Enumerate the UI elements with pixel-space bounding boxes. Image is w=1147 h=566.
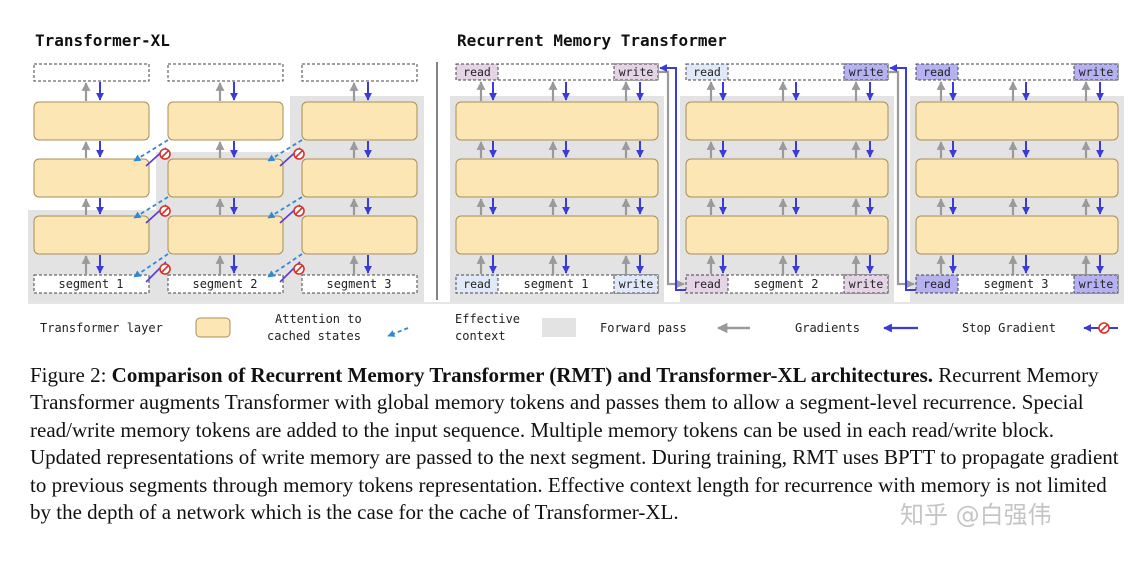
write-label: write xyxy=(619,277,654,291)
transformer-layer xyxy=(685,101,889,141)
output-box xyxy=(33,63,150,82)
read-label: read xyxy=(463,65,491,79)
legend-context-swatch xyxy=(542,318,576,337)
output-box xyxy=(167,63,284,82)
transformer-layer xyxy=(455,215,659,255)
read-label: read xyxy=(923,277,951,291)
transformer-layer xyxy=(33,101,150,141)
caption-body: Recurrent Memory Transformer augments Tr… xyxy=(30,363,1119,525)
stop-gradient-icons xyxy=(159,148,305,275)
segment-box xyxy=(301,274,418,294)
transformer-layer xyxy=(167,101,284,141)
figure-caption: Figure 2: Comparison of Recurrent Memory… xyxy=(30,362,1130,526)
legend-attention-label: Attention to xyxy=(275,312,362,326)
architecture-diagram: Transformer-XL Recurrent Memory Transfor… xyxy=(28,31,1124,343)
segment-label: segment 1 xyxy=(523,277,588,291)
read-memory-token xyxy=(685,274,729,294)
transformer-layer xyxy=(167,158,284,198)
read-memory-token xyxy=(915,63,959,81)
memory-gradient-paths xyxy=(659,64,916,291)
write-label: write xyxy=(1079,65,1114,79)
legend-context-label: Effective xyxy=(455,312,520,326)
legend-attention-arrow xyxy=(387,327,409,337)
segment-label: segment 2 xyxy=(753,277,818,291)
legend: Transformer layer Attention to cached st… xyxy=(28,302,1124,343)
forward-arrows xyxy=(476,81,1091,274)
transformer-xl-title: Transformer-XL xyxy=(35,31,170,50)
write-memory-token xyxy=(1073,274,1119,294)
write-label: write xyxy=(619,65,654,79)
caption-title: Comparison of Recurrent Memory Transform… xyxy=(111,363,934,387)
transformer-layer xyxy=(915,101,1119,141)
read-label: read xyxy=(463,277,491,291)
read-memory-token xyxy=(915,274,959,294)
gradient-arrows xyxy=(96,82,372,274)
read-label: read xyxy=(923,65,951,79)
read-memory-token xyxy=(455,63,499,81)
transformer-layer xyxy=(301,101,418,141)
write-memory-token xyxy=(1073,63,1119,81)
segment-label: segment 2 xyxy=(192,277,257,291)
write-label: write xyxy=(849,277,884,291)
gradient-arrows xyxy=(489,82,1104,274)
segment-label: segment 3 xyxy=(983,277,1048,291)
forward-arrows xyxy=(81,82,359,274)
write-memory-token xyxy=(843,274,889,294)
output-box xyxy=(301,63,418,82)
legend-context-label: context xyxy=(455,329,506,343)
read-label: read xyxy=(693,277,721,291)
transformer-layer xyxy=(301,215,418,255)
transformer-layer xyxy=(33,158,150,198)
transformer-layer xyxy=(455,158,659,198)
segment-label: segment 3 xyxy=(326,277,391,291)
watermark: 知乎 @白强伟 xyxy=(900,501,1052,529)
segment-box xyxy=(33,274,150,294)
read-memory-token xyxy=(455,274,499,294)
segment-box xyxy=(167,274,284,294)
legend-forward-label: Forward pass xyxy=(600,321,687,335)
legend-gradients-label: Gradients xyxy=(795,321,860,335)
transformer-xl-panel: segment 1 segment 2 segment 3 xyxy=(28,63,424,302)
rmt-title: Recurrent Memory Transformer xyxy=(457,31,727,50)
write-label: write xyxy=(1079,277,1114,291)
transformer-layer xyxy=(167,215,284,255)
legend-stop-label: Stop Gradient xyxy=(962,321,1056,335)
transformer-layer xyxy=(915,215,1119,255)
rmt-panel: read write read write read write read wr… xyxy=(450,63,1124,302)
read-memory-token xyxy=(685,63,729,81)
transformer-layer xyxy=(915,158,1119,198)
legend-layer-swatch xyxy=(195,317,231,338)
transformer-layer xyxy=(301,158,418,198)
legend-attention-label: cached states xyxy=(267,329,361,343)
caption-label: Figure 2: xyxy=(30,363,107,387)
segment-label: segment 1 xyxy=(58,277,123,291)
write-label: write xyxy=(849,65,884,79)
transformer-layer xyxy=(685,158,889,198)
legend-layer-label: Transformer layer xyxy=(40,321,163,335)
transformer-layer xyxy=(455,101,659,141)
read-label: read xyxy=(693,65,721,79)
transformer-layer xyxy=(33,215,150,255)
transformer-layer xyxy=(685,215,889,255)
write-memory-token xyxy=(613,274,659,294)
